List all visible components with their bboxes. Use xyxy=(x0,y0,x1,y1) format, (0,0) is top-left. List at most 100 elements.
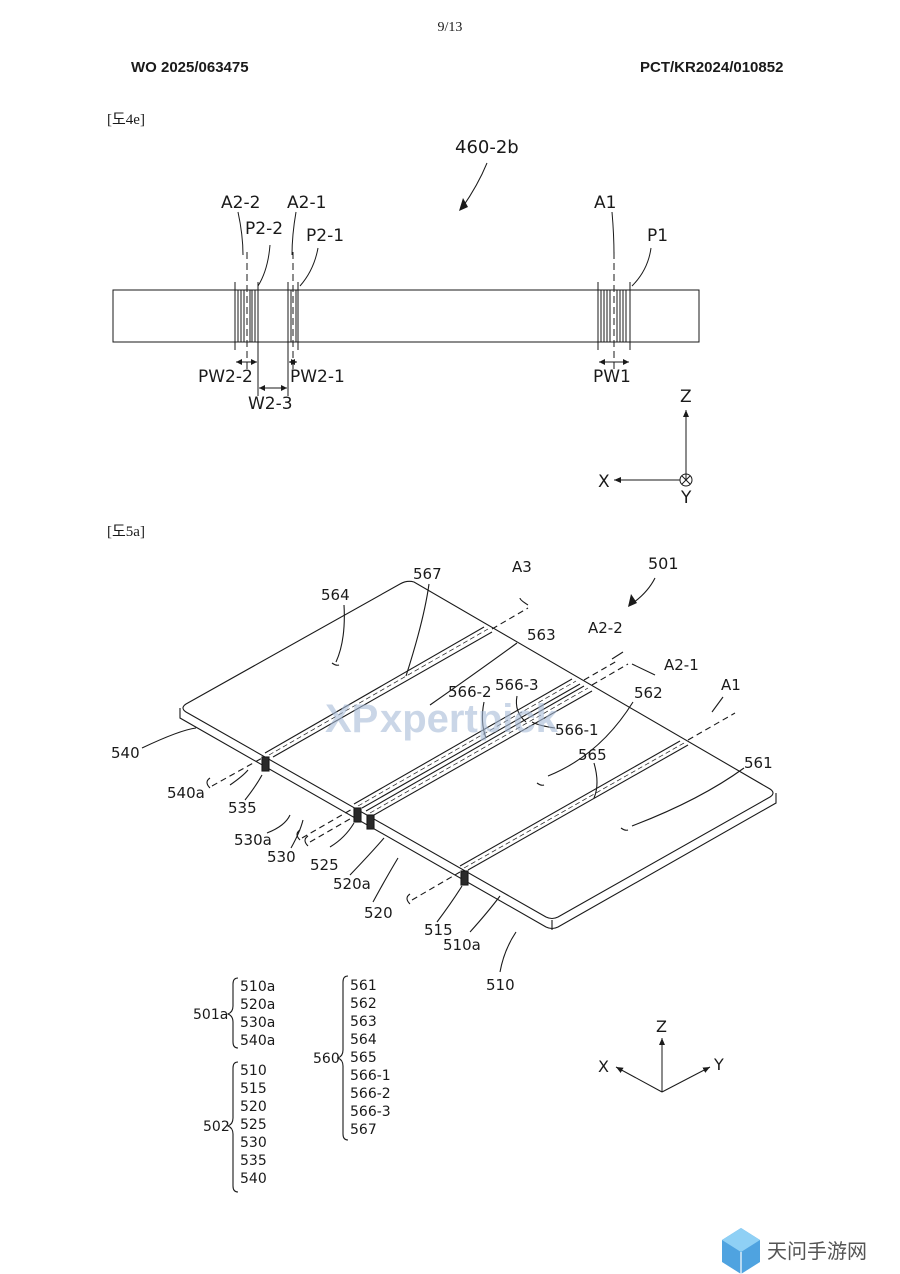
label-525: 525 xyxy=(310,856,339,874)
pattern-p1 xyxy=(597,282,631,350)
label-530: 530 xyxy=(267,848,296,866)
hinge-535 xyxy=(261,756,270,772)
axis-x-label: X xyxy=(598,472,610,492)
legend-label-560: 560 xyxy=(313,1051,340,1067)
site-name: 天问手游网 xyxy=(767,1239,867,1263)
pattern-p2-1 xyxy=(287,282,299,350)
brace-501a xyxy=(226,977,239,1049)
leader-510 xyxy=(499,931,517,973)
figure-4e-labels: 460-2b A2-2 A2-1 A1 P2-2 P2-1 P1 PW2-2 P… xyxy=(198,137,668,414)
leader-566-2 xyxy=(481,701,487,739)
axis-y-label: Y xyxy=(713,1055,724,1074)
legend-label-502: 502 xyxy=(203,1119,230,1135)
axis-a2-1-line xyxy=(591,663,629,686)
leader-520 xyxy=(372,857,399,903)
label-520: 520 xyxy=(364,904,393,922)
label-540a: 540a xyxy=(167,784,205,802)
label-567: 567 xyxy=(413,565,442,583)
legend-item: 562 xyxy=(350,996,377,1012)
leader-540a xyxy=(229,769,249,786)
watermark-text: xpertpick xyxy=(380,697,559,741)
label-a1: A1 xyxy=(721,676,741,694)
label-562: 562 xyxy=(634,684,663,702)
leader-p2-1 xyxy=(299,247,319,287)
figure-5a-device xyxy=(141,580,777,973)
leader-a2-2 xyxy=(237,211,244,256)
legend-label-501a: 501a xyxy=(193,1007,228,1023)
label-566-1: 566-1 xyxy=(555,721,599,739)
label-w2-3: W2-3 xyxy=(248,394,293,414)
legend-item: 515 xyxy=(240,1081,267,1097)
application-number: PCT/KR2024/010852 xyxy=(640,59,784,76)
leader-540 xyxy=(141,727,197,749)
label-p2-1: P2-1 xyxy=(306,226,344,246)
legend-item: 566-3 xyxy=(350,1104,391,1120)
legend-item: 567 xyxy=(350,1122,377,1138)
label-520a: 520a xyxy=(333,875,371,893)
site-badge: 天问手游网 xyxy=(722,1228,867,1274)
legend-item: 565 xyxy=(350,1050,377,1066)
label-540: 540 xyxy=(111,744,140,762)
label-a2-1: A2-1 xyxy=(287,193,326,213)
label-563: 563 xyxy=(527,626,556,644)
label-a2-2: A2-2 xyxy=(588,619,623,637)
label-460-2b: 460-2b xyxy=(455,137,519,158)
leader-562 xyxy=(547,701,634,777)
legend-item: 510 xyxy=(240,1063,267,1079)
label-a2-2: A2-2 xyxy=(221,193,260,213)
hinge-515 xyxy=(460,870,469,886)
leader-460-2b xyxy=(461,162,488,209)
figure-4e-arrowhead xyxy=(459,198,468,211)
leader-a2-1 xyxy=(291,211,297,256)
leader-a1 xyxy=(711,696,724,713)
legend-braces xyxy=(226,975,349,1193)
pattern-p2-2 xyxy=(234,282,259,350)
label-561: 561 xyxy=(744,754,773,772)
figure-5a-arrowhead xyxy=(628,577,656,607)
fold-strip-566 xyxy=(353,678,593,816)
label-p2-2: P2-2 xyxy=(245,219,283,239)
leader-520a xyxy=(349,837,385,876)
page-number: 9/13 xyxy=(437,20,463,35)
axis-z-label: Z xyxy=(656,1017,667,1036)
label-515: 515 xyxy=(424,921,453,939)
leader-530 xyxy=(290,819,304,849)
legend-item: 564 xyxy=(350,1032,377,1048)
figure-4e xyxy=(112,162,700,396)
label-pw1: PW1 xyxy=(593,367,631,387)
label-501: 501 xyxy=(648,554,679,573)
leader-563 xyxy=(429,642,518,706)
legend-item: 525 xyxy=(240,1117,267,1133)
leader-p2-2 xyxy=(257,244,271,287)
watermark: XP xpertpick xyxy=(325,697,559,741)
axis-a2-2-line xyxy=(583,660,618,681)
label-a3: A3 xyxy=(512,558,532,576)
legend-item: 530 xyxy=(240,1135,267,1151)
brace-560 xyxy=(336,975,349,1141)
legend-item: 561 xyxy=(350,978,377,994)
legend-item: 563 xyxy=(350,1014,377,1030)
leader-a2-1 xyxy=(631,663,656,676)
figure-5a-labels: 501 567 A3 564 563 A2-2 A2-1 566-2 566-3… xyxy=(111,554,773,994)
leader-a3 xyxy=(519,597,529,606)
axis-z-label: Z xyxy=(680,387,692,407)
legend-item: 510a xyxy=(240,979,275,995)
publication-number: WO 2025/063475 xyxy=(131,59,249,76)
panel-strip xyxy=(112,289,700,343)
leader-535 xyxy=(244,774,263,801)
axis-y-label: Y xyxy=(680,488,692,508)
label-565: 565 xyxy=(578,746,607,764)
label-530a: 530a xyxy=(234,831,272,849)
legend-item: 520 xyxy=(240,1099,267,1115)
leader-525 xyxy=(329,822,355,848)
legend-item: 566-2 xyxy=(350,1086,391,1102)
hinge-525-b xyxy=(366,814,375,830)
leader-566-1 xyxy=(531,721,556,729)
rotation-arc-540a xyxy=(206,777,211,789)
axis-x-label: X xyxy=(598,1057,609,1076)
leader-515 xyxy=(436,885,463,923)
figure-5a-tag: [도5a] xyxy=(107,524,145,540)
fold-strip-565 xyxy=(459,740,689,871)
leader-566-3 xyxy=(515,695,527,723)
